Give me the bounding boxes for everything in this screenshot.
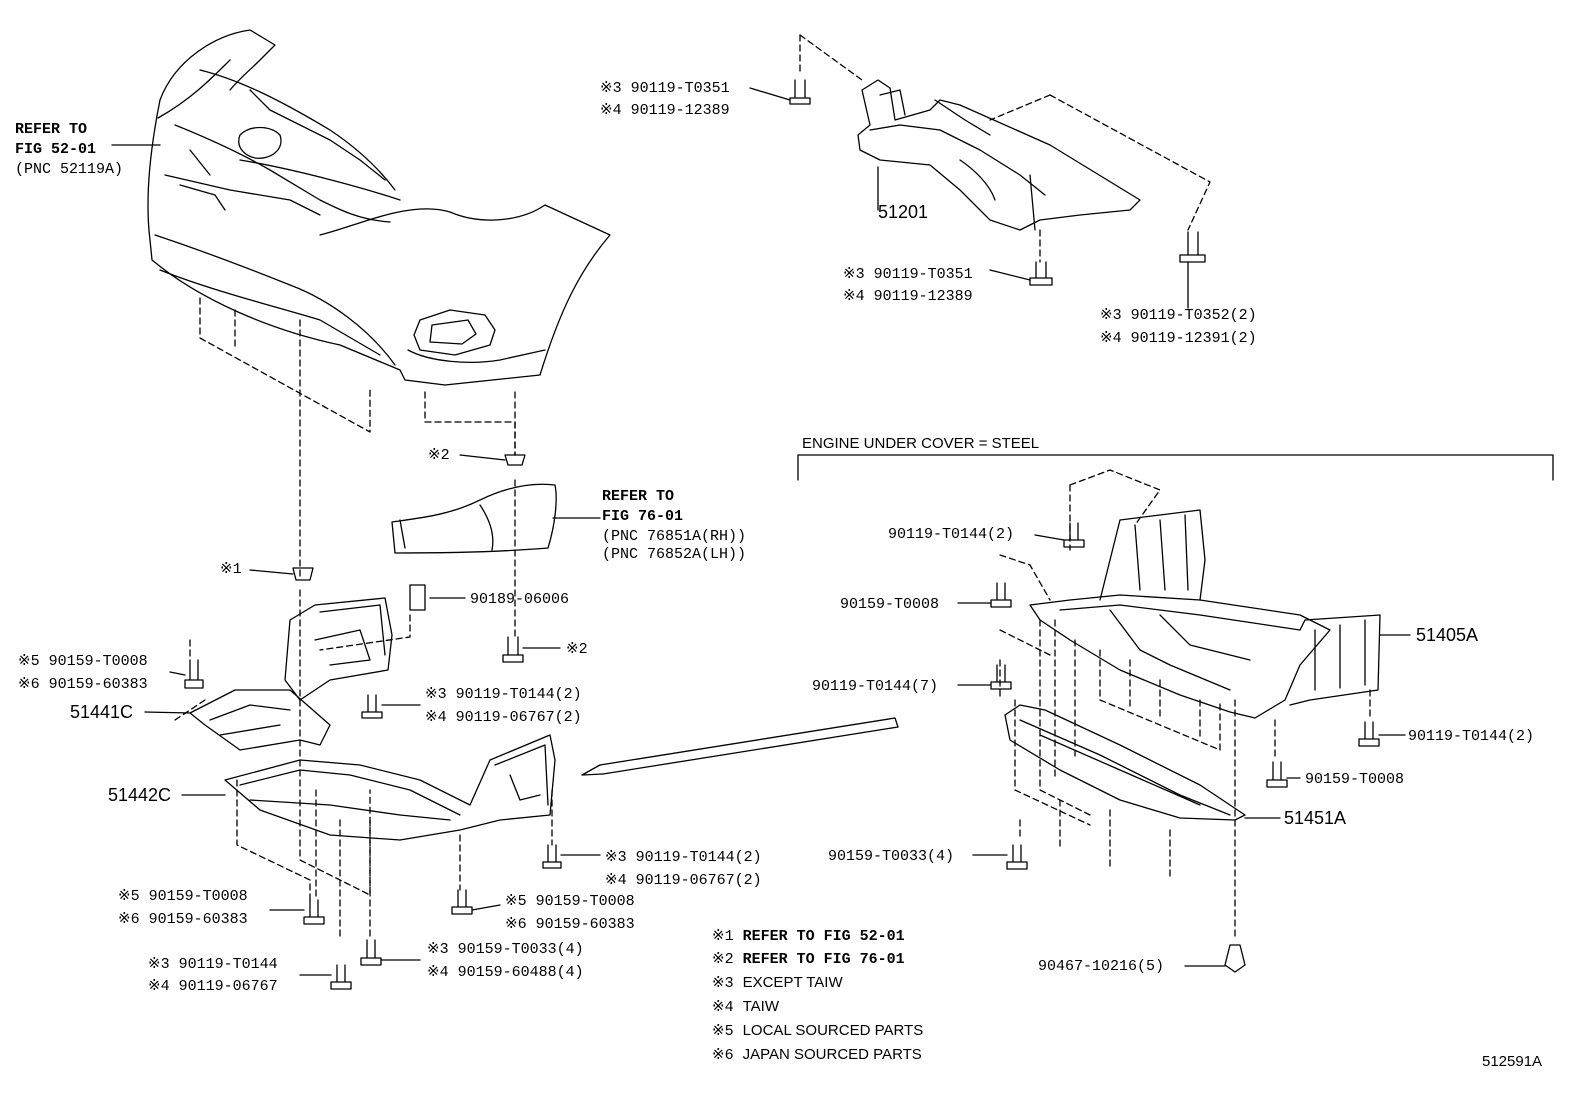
pn-51441c: 51441C (70, 702, 134, 722)
bumper-refer-line2: FIG 52-01 (15, 141, 97, 158)
bolt-a-3: ※3 90119-T0144(2) (425, 686, 582, 703)
right-dashes (999, 469, 1371, 941)
mark-1: ※1 (220, 561, 242, 578)
right-bolt-5: 90159-T0008 (1305, 771, 1405, 788)
legend-row: ※3 EXCEPT TAIW (712, 974, 843, 992)
mark-2-bolt: ※2 (566, 641, 588, 658)
pn-51405a: 51405A (1416, 625, 1479, 645)
right-bolt-1: 90119-T0144(2) (888, 526, 1015, 543)
pn-90189-06006: 90189-06006 (470, 591, 570, 608)
header-bracket (797, 454, 1554, 481)
clip-b-6: ※6 90159-60383 (505, 916, 635, 933)
part-51451a-shape (1004, 704, 1246, 821)
crossmember-top-bolt-4: ※4 90119-12389 (600, 102, 730, 119)
clip-a-5: ※5 90159-T0008 (18, 653, 148, 670)
leaders (111, 87, 1411, 976)
clip-c-5: ※5 90159-T0008 (118, 888, 248, 905)
bolt-c-4: ※4 90159-60488(4) (427, 964, 584, 981)
right-bolt-7: 90467-10216(5) (1038, 958, 1165, 975)
bolt-d-4: ※4 90119-06767 (148, 978, 278, 995)
bolt-b-3: ※3 90119-T0144(2) (605, 849, 762, 866)
crossmember-right-bolt-4: ※4 90119-12391(2) (1100, 330, 1257, 347)
legend-row: ※5 LOCAL SOURCED PARTS (712, 1022, 924, 1040)
legend-row: ※1 REFER TO FIG 52-01 (712, 928, 905, 945)
front-spoiler (391, 483, 557, 554)
spoiler-refer-line1: REFER TO (602, 488, 675, 505)
right-bolt-2: 90159-T0008 (840, 596, 940, 613)
part-51405a-shape (1029, 509, 1381, 719)
crossmember-51201-shape (857, 79, 1141, 231)
crossmember-right-bolt-3: ※3 90119-T0352(2) (1100, 307, 1257, 324)
engine-cover-header: ENGINE UNDER COVER = STEEL (802, 435, 1040, 452)
spoiler-refer-line2: FIG 76-01 (602, 508, 684, 525)
direction-arrow (581, 717, 899, 776)
crossmember-top-bolt-3: ※3 90119-T0351 (600, 80, 730, 97)
bolt-a-4: ※4 90119-06767(2) (425, 709, 582, 726)
pn-51442c: 51442C (108, 785, 172, 805)
bumper-dashes (174, 297, 553, 941)
right-bolt-4: 90119-T0144(2) (1408, 728, 1535, 745)
clip-b-5: ※5 90159-T0008 (505, 893, 635, 910)
legend-row: ※6 JAPAN SOURCED PARTS (712, 1046, 922, 1064)
bumper-refer-line1: REFER TO (15, 121, 88, 138)
fasteners (184, 79, 1380, 990)
clip-a-6: ※6 90159-60383 (18, 676, 148, 693)
spoiler-refer-line4: (PNC 76852A(LH)) (602, 546, 747, 563)
bolt-d-3: ※3 90119-T0144 (148, 956, 278, 973)
spoiler-refer-line3: (PNC 76851A(RH)) (602, 528, 747, 545)
legend-row: ※4 TAIW (712, 998, 779, 1016)
crossmember-bottom-bolt-3: ※3 90119-T0351 (843, 266, 973, 283)
part-51441c-shape (189, 689, 331, 751)
crossmember-dashes (799, 34, 1211, 263)
legend: ※1 REFER TO FIG 52-01 ※2 REFER TO FIG 76… (712, 925, 923, 1067)
bolt-b-4: ※4 90119-06767(2) (605, 872, 762, 889)
clip-c-6: ※6 90159-60383 (118, 911, 248, 928)
side-bracket (284, 597, 393, 701)
part-51442c-shape (224, 734, 556, 841)
front-bumper-cover (147, 29, 611, 386)
right-bolt-6: 90159-T0033(4) (828, 848, 955, 865)
crossmember-bottom-bolt-4: ※4 90119-12389 (843, 288, 973, 305)
legend-row: ※2 REFER TO FIG 76-01 (712, 951, 905, 968)
figure-id: 512591A (1482, 1053, 1543, 1070)
pn-51451a: 51451A (1284, 808, 1347, 828)
bolt-c-3: ※3 90159-T0033(4) (427, 941, 584, 958)
mark-2-top: ※2 (428, 447, 450, 464)
right-bolt-3: 90119-T0144(7) (812, 678, 939, 695)
bumper-refer-line3: (PNC 52119A) (15, 161, 124, 178)
pn-51201: 51201 (878, 202, 929, 222)
